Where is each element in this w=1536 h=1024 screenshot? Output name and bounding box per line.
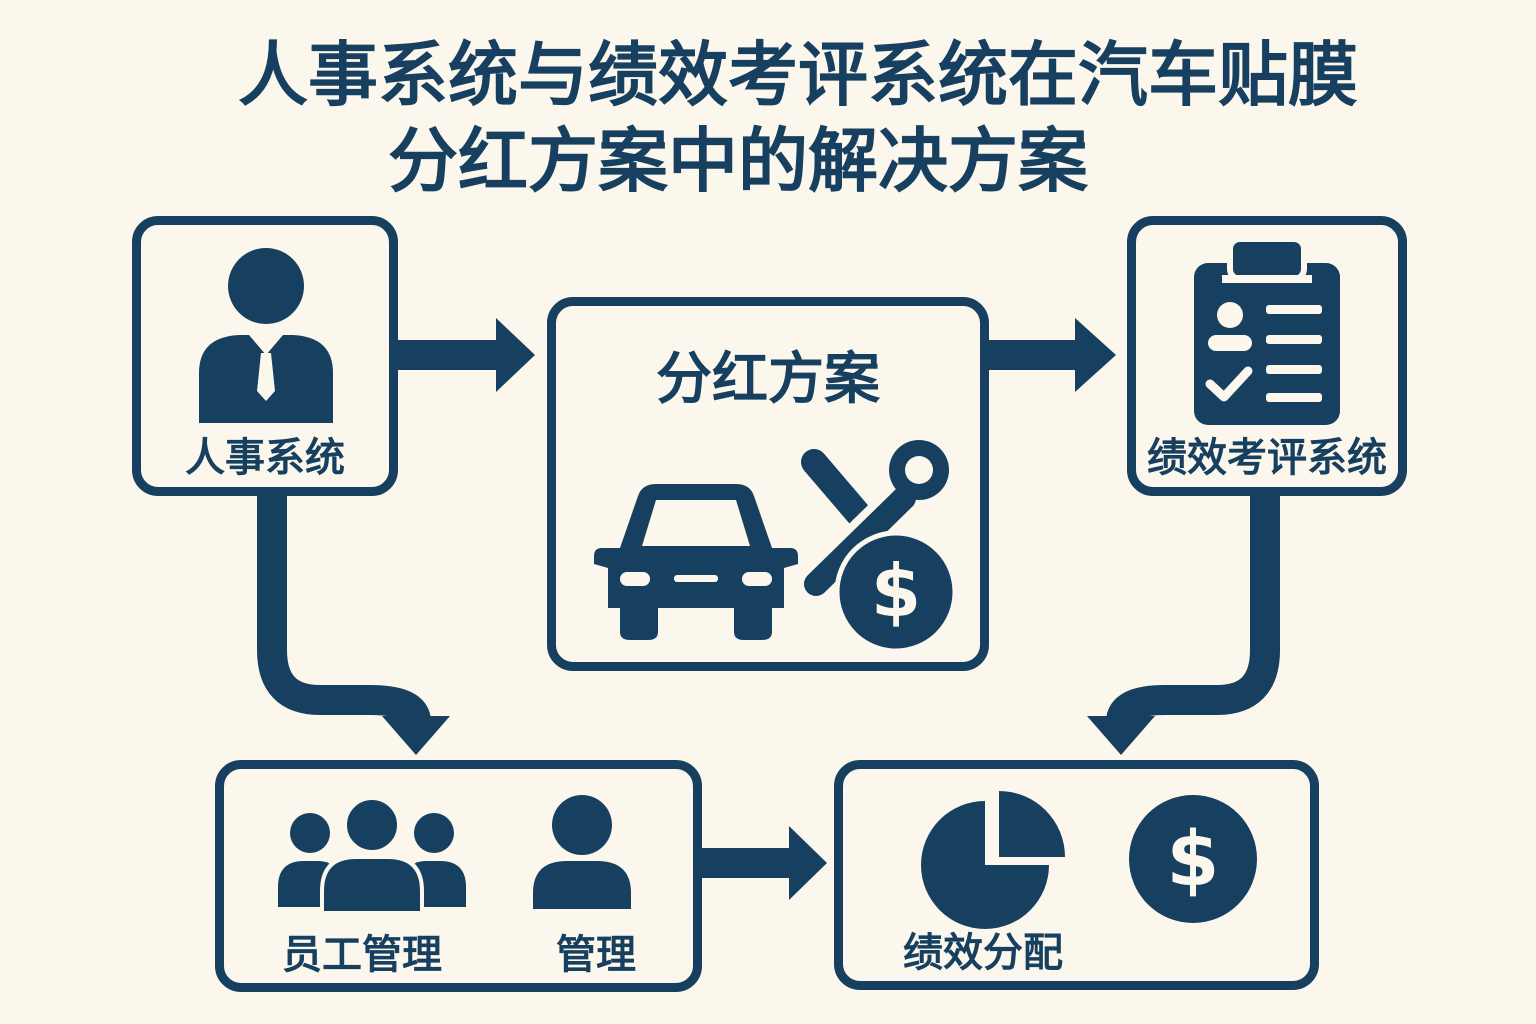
arrow-dividend-to-performance	[989, 340, 1077, 370]
clipboard-checklist-icon	[1194, 239, 1340, 425]
arrow-head-performance-to-allocation	[1087, 716, 1155, 755]
arrow-head-dividend-to-performance	[1075, 318, 1116, 392]
connector-performance-to-allocation	[1106, 496, 1280, 724]
svg-text:$: $	[1167, 814, 1220, 903]
dollar-coin-icon: $	[834, 530, 958, 654]
arrow-head-hr-to-dividend	[496, 318, 535, 392]
arrow-head-staff-to-allocation	[789, 826, 827, 900]
arrow-head-hr-to-staff	[382, 716, 450, 755]
svg-text:$: $	[871, 549, 921, 633]
performance-allocation-node: $ 绩效分配	[834, 760, 1319, 990]
wrench-icon	[796, 440, 949, 596]
businessman-icon	[199, 248, 333, 423]
title-line-1: 人事系统与绩效考评系统在汽车贴膜	[238, 34, 1358, 116]
connector-hr-to-staff	[257, 496, 431, 725]
arrow-staff-to-allocation	[702, 848, 792, 878]
performance-system-label: 绩效考评系统	[1147, 435, 1387, 481]
group-icon	[278, 796, 466, 915]
performance-allocation-label: 绩效分配	[903, 930, 1063, 976]
staff-management-label: 员工管理	[282, 932, 442, 978]
pie-chart-icon	[921, 791, 1065, 929]
dividend-plan-node: 分红方案 $	[547, 297, 989, 671]
performance-system-node: 绩效考评系统	[1127, 216, 1407, 496]
staff-management-node: 员工管理 管理	[215, 760, 702, 992]
hr-system-label: 人事系统	[185, 435, 345, 481]
dollar-coin-icon: $	[1129, 795, 1257, 923]
dividend-plan-label: 分红方案	[656, 347, 880, 412]
arrow-hr-to-dividend	[398, 340, 500, 370]
car-icon	[594, 484, 798, 640]
person-icon	[533, 795, 631, 909]
hr-system-node: 人事系统	[132, 216, 398, 496]
title-line-2: 分红方案中的解决方案	[388, 120, 1088, 202]
management-label: 管理	[556, 932, 636, 978]
